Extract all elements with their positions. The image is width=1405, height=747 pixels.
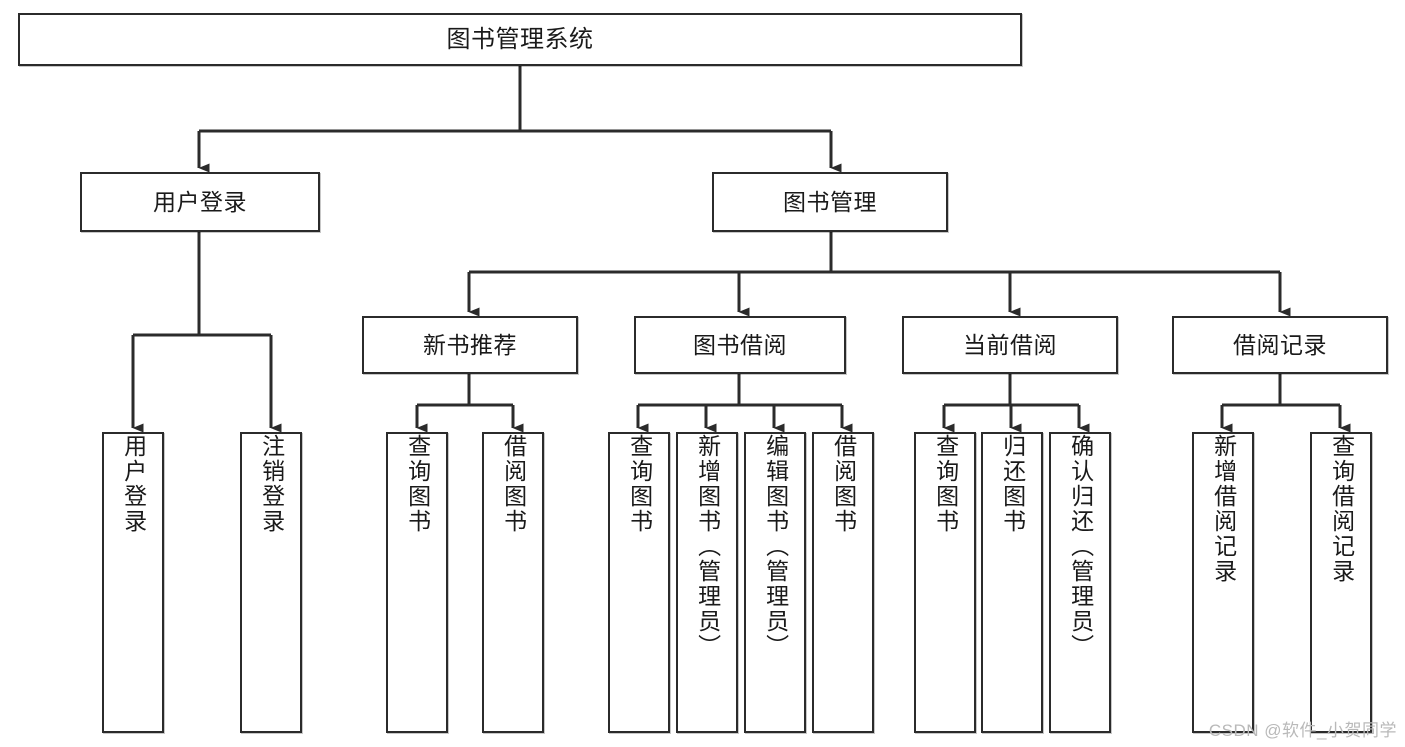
node-label: 用户登录	[120, 434, 147, 534]
node-label: 借阅记录	[1233, 331, 1327, 358]
node-label: 归还图书	[999, 434, 1026, 534]
leaf-new-book-query[interactable]: 查询图书	[386, 432, 448, 733]
node-label: 新增借阅记录	[1210, 434, 1237, 584]
node-book-borrow[interactable]: 图书借阅	[634, 316, 846, 374]
node-label: 借阅图书	[830, 434, 857, 534]
node-current-borrow[interactable]: 当前借阅	[902, 316, 1118, 374]
node-label: 图书管理系统	[446, 25, 594, 53]
node-label: 查询图书	[404, 434, 431, 534]
leaf-borrow-record-add[interactable]: 新增借阅记录	[1192, 432, 1254, 733]
node-user-login[interactable]: 用户登录	[80, 172, 320, 232]
node-book-management[interactable]: 图书管理	[712, 172, 948, 232]
node-label: 当前借阅	[963, 331, 1057, 358]
node-label: 注销登录	[258, 434, 285, 534]
node-label: 新书推荐	[423, 331, 517, 358]
node-label: 确认归还（管理员）	[1067, 434, 1094, 659]
leaf-book-borrow-borrow[interactable]: 借阅图书	[812, 432, 874, 733]
leaf-user-login-login[interactable]: 用户登录	[102, 432, 164, 733]
leaf-book-borrow-query[interactable]: 查询图书	[608, 432, 670, 733]
leaf-book-borrow-edit[interactable]: 编辑图书（管理员）	[744, 432, 806, 733]
node-label: 编辑图书（管理员）	[762, 434, 789, 659]
node-root-system[interactable]: 图书管理系统	[18, 13, 1022, 66]
leaf-current-borrow-confirm[interactable]: 确认归还（管理员）	[1049, 432, 1111, 733]
node-label: 查询借阅记录	[1328, 434, 1355, 584]
leaf-borrow-record-query[interactable]: 查询借阅记录	[1310, 432, 1372, 733]
node-new-book-recommend[interactable]: 新书推荐	[362, 316, 578, 374]
leaf-new-book-borrow[interactable]: 借阅图书	[482, 432, 544, 733]
node-label: 图书借阅	[693, 331, 787, 358]
watermark: CSDN @软件_小贺同学	[1208, 721, 1397, 740]
leaf-user-login-logout[interactable]: 注销登录	[240, 432, 302, 733]
node-label: 图书管理	[783, 188, 877, 215]
node-label: 查询图书	[626, 434, 653, 534]
node-label: 借阅图书	[500, 434, 527, 534]
node-borrow-record[interactable]: 借阅记录	[1172, 316, 1388, 374]
node-label: 用户登录	[153, 188, 247, 215]
leaf-current-borrow-query[interactable]: 查询图书	[914, 432, 976, 733]
leaf-current-borrow-return[interactable]: 归还图书	[981, 432, 1043, 733]
node-label: 查询图书	[932, 434, 959, 534]
leaf-book-borrow-add[interactable]: 新增图书（管理员）	[676, 432, 738, 733]
node-label: 新增图书（管理员）	[694, 434, 721, 659]
